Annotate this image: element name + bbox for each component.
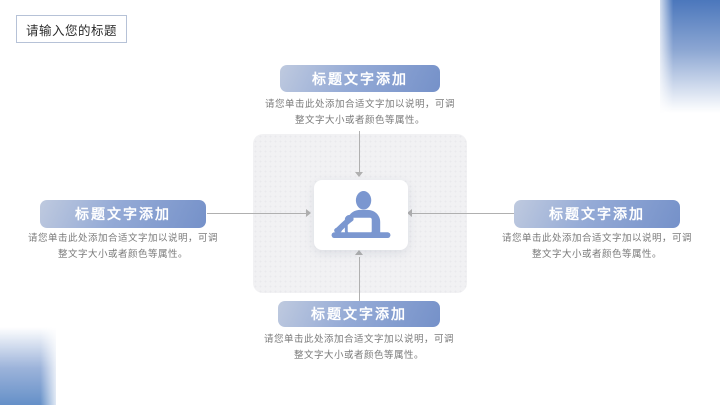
description-line: 请您单击此处添加合适文字加以说明，可调 bbox=[501, 233, 692, 244]
arrowhead-up-icon bbox=[355, 250, 363, 255]
node-top-title-pill[interactable]: 标题文字添加 bbox=[280, 65, 440, 92]
connector-line-right bbox=[412, 213, 514, 214]
node-bottom-description[interactable]: 请您单击此处添加合适文字加以说明，可调 整文字大小或者颜色等属性。 bbox=[249, 332, 469, 364]
arrowhead-right-icon bbox=[306, 209, 311, 217]
center-card bbox=[314, 180, 408, 250]
slide-title-box[interactable]: 请输入您的标题 bbox=[16, 15, 127, 43]
connector-line-top bbox=[359, 131, 360, 173]
connector-line-bottom bbox=[359, 257, 360, 301]
slide-title-text: 请输入您的标题 bbox=[25, 23, 117, 38]
node-bottom-title-pill[interactable]: 标题文字添加 bbox=[278, 301, 440, 327]
description-line: 请您单击此处添加合适文字加以说明，可调 bbox=[263, 334, 454, 345]
person-at-desk-icon bbox=[331, 191, 391, 239]
arrowhead-left-icon bbox=[407, 209, 412, 217]
description-line: 请您单击此处添加合适文字加以说明，可调 bbox=[264, 99, 455, 110]
description-line: 请您单击此处添加合适文字加以说明，可调 bbox=[27, 233, 218, 244]
description-line: 整文字大小或者颜色等属性。 bbox=[294, 115, 425, 126]
corner-gradient-top-right bbox=[660, 0, 720, 128]
connector-line-left bbox=[207, 213, 307, 214]
arrowhead-down-icon bbox=[355, 172, 363, 177]
corner-gradient-bottom-left bbox=[0, 323, 56, 405]
description-line: 整文字大小或者颜色等属性。 bbox=[293, 350, 424, 361]
description-line: 整文字大小或者颜色等属性。 bbox=[57, 249, 188, 260]
node-left-description[interactable]: 请您单击此处添加合适文字加以说明，可调 整文字大小或者颜色等属性。 bbox=[22, 231, 224, 263]
node-left-title-pill[interactable]: 标题文字添加 bbox=[40, 200, 206, 228]
node-right-description[interactable]: 请您单击此处添加合适文字加以说明，可调 整文字大小或者颜色等属性。 bbox=[496, 231, 698, 263]
node-right-title-pill[interactable]: 标题文字添加 bbox=[514, 200, 680, 228]
description-line: 整文字大小或者颜色等属性。 bbox=[531, 249, 662, 260]
node-top-description[interactable]: 请您单击此处添加合适文字加以说明，可调 整文字大小或者颜色等属性。 bbox=[250, 97, 470, 129]
